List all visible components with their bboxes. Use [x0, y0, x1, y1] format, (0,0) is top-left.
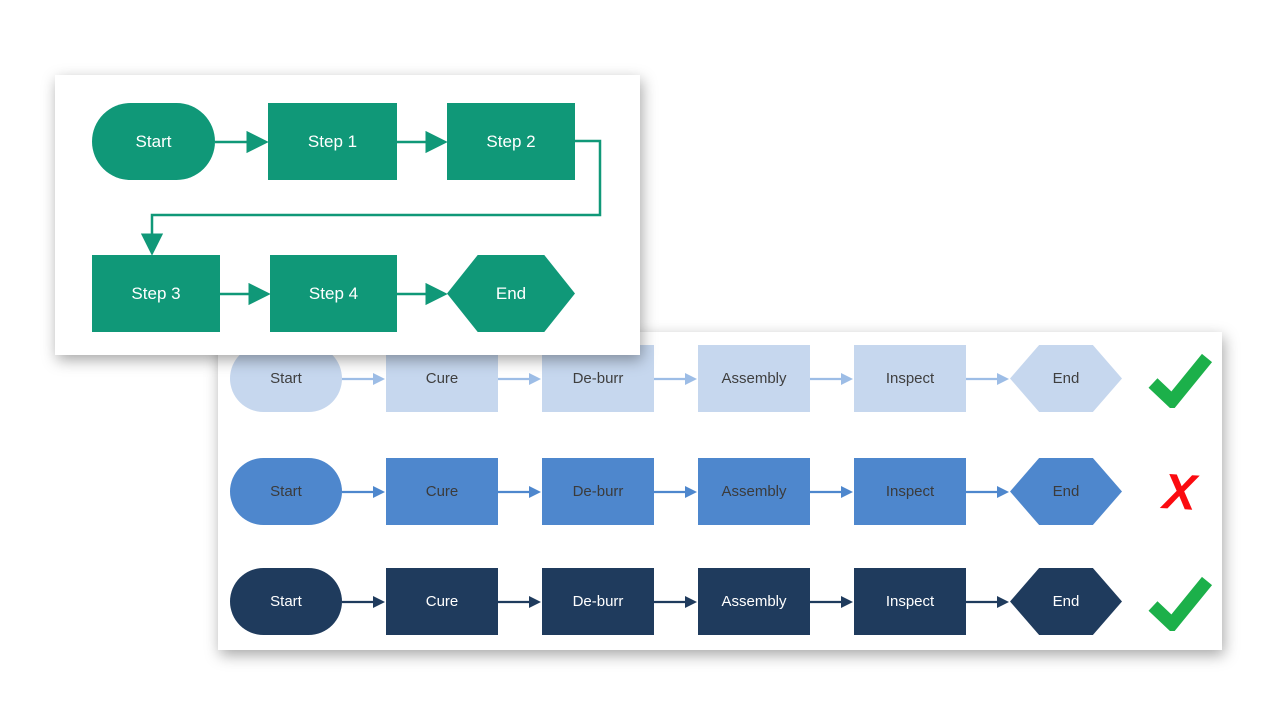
check-icon [1144, 345, 1216, 412]
flow-arrow-icon [498, 458, 542, 525]
flow-node-cure: Cure [386, 345, 498, 412]
flow-arrow-icon [966, 345, 1010, 412]
flow-arrow-icon [498, 345, 542, 412]
flow-node-step-4: Step 4 [270, 255, 397, 332]
flow-node-start: Start [230, 568, 342, 635]
x-icon: X [1161, 462, 1199, 521]
flow-node-de-burr: De-burr [542, 568, 654, 635]
flow-arrow-icon [810, 345, 854, 412]
example-flowchart-card: Start Step 1 Step 2 Step 3 Step 4 End [55, 75, 640, 355]
flow-arrow-icon [966, 458, 1010, 525]
flow-node-step-1: Step 1 [268, 103, 397, 180]
flow-node-end: End [1010, 568, 1122, 635]
flow-arrow-icon [342, 345, 386, 412]
flow-connectors [140, 130, 602, 306]
flow-node-cure: Cure [386, 458, 498, 525]
flow-node-assembly: Assembly [698, 458, 810, 525]
flow-arrow-icon [966, 568, 1010, 635]
flow-node-assembly: Assembly [698, 568, 810, 635]
flow-node-start: Start [230, 345, 342, 412]
flow-node-inspect: Inspect [854, 458, 966, 525]
flow-node-de-burr: De-burr [542, 345, 654, 412]
process-row: Start Cure De-burr Assembly Inspect End [230, 568, 1216, 635]
flow-arrow-icon [342, 458, 386, 525]
flow-arrow-icon [810, 458, 854, 525]
process-row: Start Cure De-burr Assembly Inspect End X [230, 458, 1216, 525]
process-row: Start Cure De-burr Assembly Inspect End [230, 345, 1216, 412]
flow-node-step-2: Step 2 [447, 103, 575, 180]
flow-node-de-burr: De-burr [542, 458, 654, 525]
flow-arrow-icon [810, 568, 854, 635]
flow-arrow-icon [654, 458, 698, 525]
flow-node-assembly: Assembly [698, 345, 810, 412]
flow-arrow-icon [498, 568, 542, 635]
flow-node-step-3: Step 3 [92, 255, 220, 332]
flow-node-end: End [447, 255, 575, 332]
check-icon [1144, 568, 1216, 635]
flow-node-start: Start [92, 103, 215, 180]
flow-node-cure: Cure [386, 568, 498, 635]
flow-node-end: End [1010, 458, 1122, 525]
flow-node-inspect: Inspect [854, 345, 966, 412]
flow-arrow-icon [654, 568, 698, 635]
flow-node-start: Start [230, 458, 342, 525]
flow-node-inspect: Inspect [854, 568, 966, 635]
flow-arrow-icon [342, 568, 386, 635]
connector-step2-step3 [140, 139, 602, 256]
flow-node-end: End [1010, 345, 1122, 412]
flow-arrow-icon [654, 345, 698, 412]
